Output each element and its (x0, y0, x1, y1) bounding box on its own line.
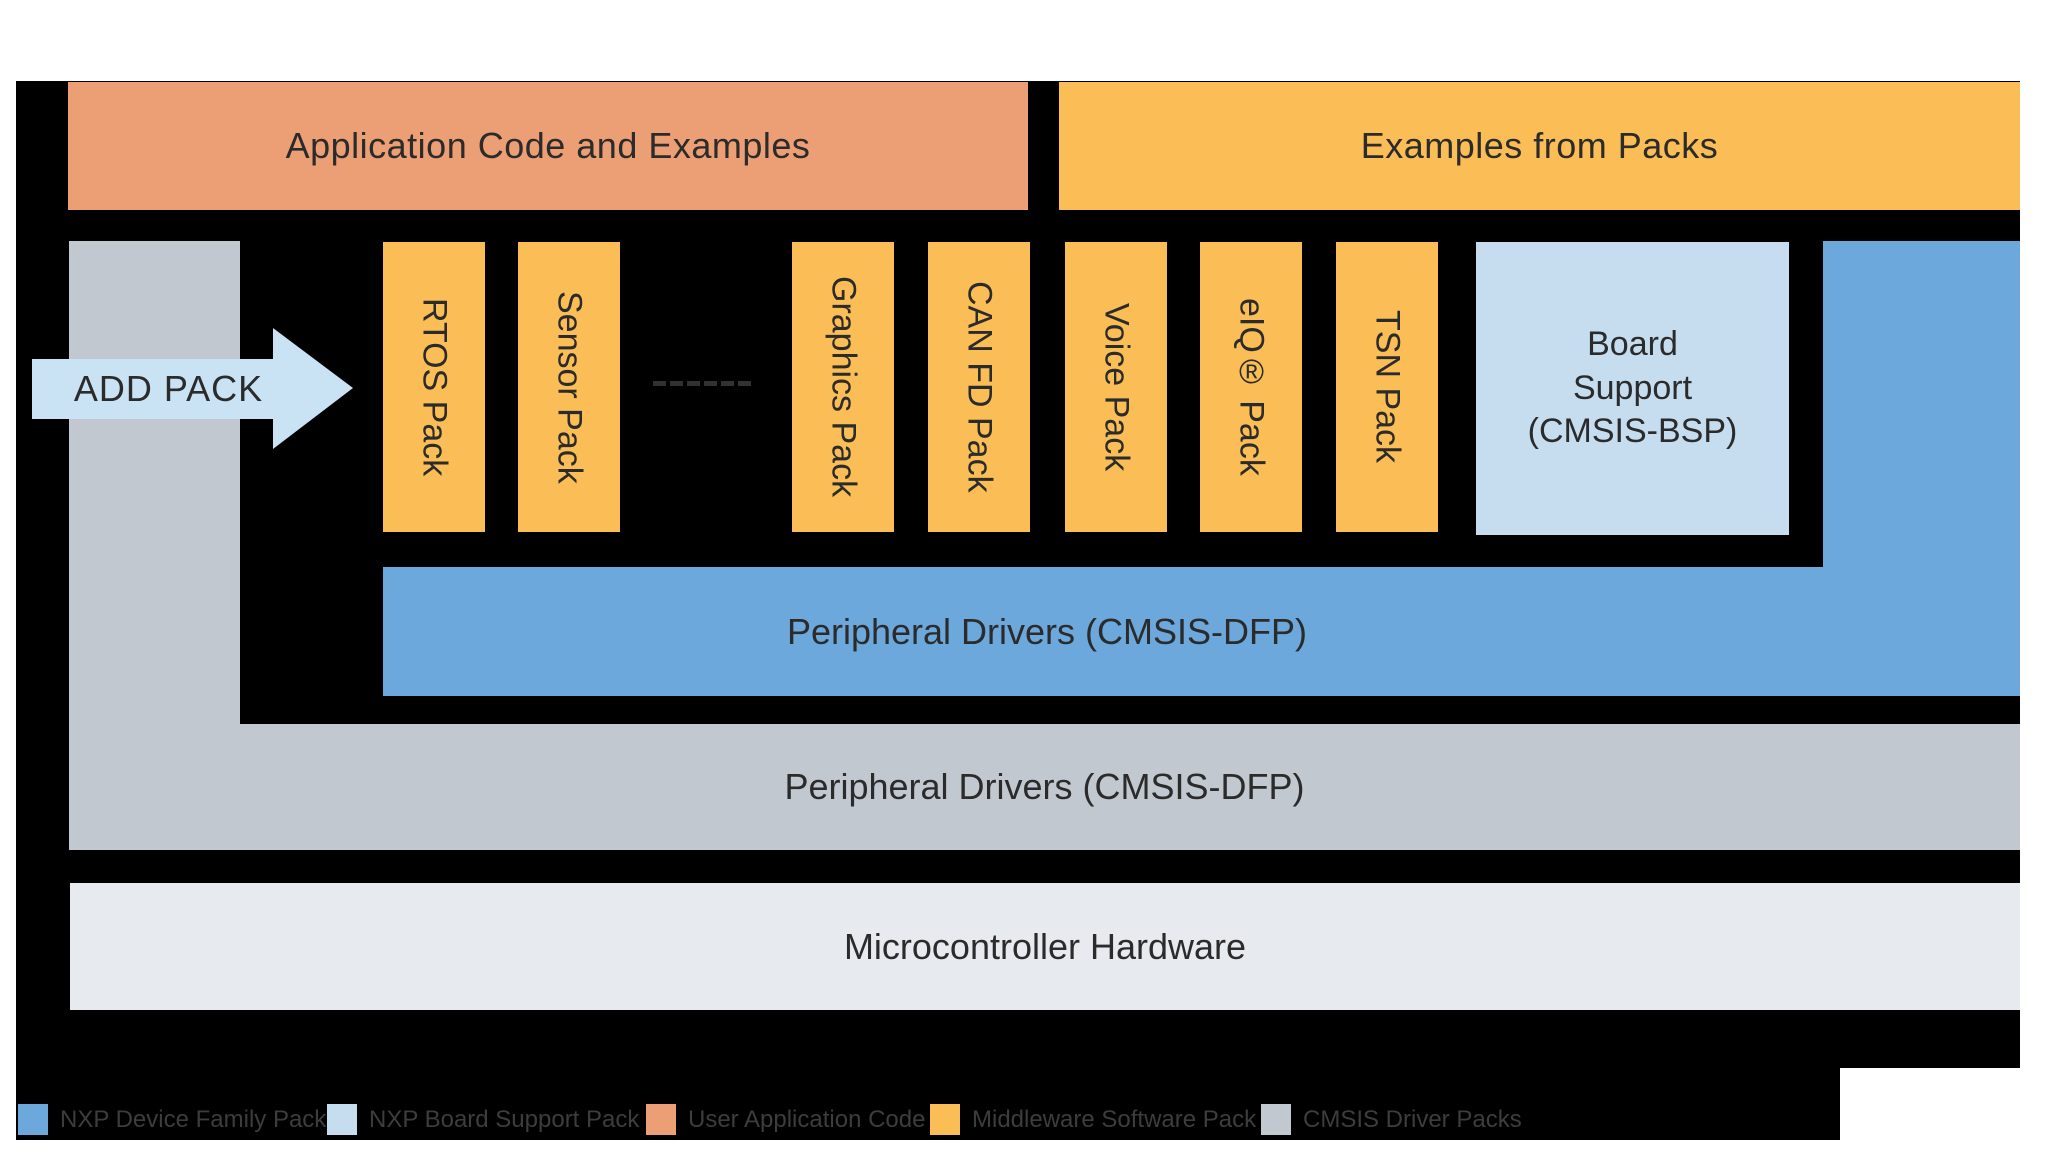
legend-item-user-app: User Application Code (646, 1104, 925, 1135)
legend-swatch-device-family (18, 1104, 48, 1135)
cmsis-driver-vertical-bar (69, 241, 240, 761)
examples-from-packs-label: Examples from Packs (1360, 125, 1719, 166)
legend-item-board-support: NXP Board Support Pack (327, 1104, 639, 1135)
application-code-label: Application Code and Examples (285, 125, 811, 166)
pack-sensor: Sensor Pack (518, 242, 620, 532)
peripheral-drivers-cmsis-label: Peripheral Drivers (CMSIS-DFP) (784, 766, 1305, 807)
application-code-box: Application Code and Examples (68, 82, 1028, 210)
legend-label-middleware: Middleware Software Pack (972, 1105, 1257, 1133)
pack-voice: Voice Pack (1065, 242, 1167, 532)
legend-item-cmsis-driver: CMSIS Driver Packs (1261, 1104, 1522, 1135)
board-support-box: Board Support (CMSIS-BSP) (1476, 242, 1789, 535)
pack-tsn: TSN Pack (1336, 242, 1438, 532)
pack-graphics-label: Graphics Pack (824, 276, 863, 498)
legend-label-device-family: NXP Device Family Pack (60, 1105, 327, 1133)
legend-swatch-user-app (646, 1104, 676, 1135)
legend-item-middleware: Middleware Software Pack (930, 1104, 1256, 1135)
pack-can-fd: CAN FD Pack (928, 242, 1030, 532)
legend-label-user-app: User Application Code (688, 1105, 926, 1133)
legend-swatch-cmsis-driver (1261, 1104, 1291, 1135)
pack-can-fd-label: CAN FD Pack (960, 281, 999, 493)
legend-swatch-board-support (327, 1104, 357, 1135)
legend-label-cmsis-driver: CMSIS Driver Packs (1303, 1105, 1522, 1133)
pack-graphics: Graphics Pack (792, 242, 894, 532)
peripheral-drivers-dfp-bar: Peripheral Drivers (CMSIS-DFP) (383, 567, 2020, 696)
backdrop-corner-notch (1840, 1068, 2048, 1152)
pack-eiq-label: eIQ® Pack (1232, 298, 1271, 476)
pack-eiq: eIQ® Pack (1200, 242, 1302, 532)
microcontroller-hardware-bar: Microcontroller Hardware (70, 883, 2020, 1010)
microcontroller-hardware-label: Microcontroller Hardware (843, 925, 1247, 967)
legend-label-board-support: NXP Board Support Pack (369, 1105, 640, 1133)
peripheral-drivers-cmsis-bar: Peripheral Drivers (CMSIS-DFP) (69, 724, 2020, 850)
pack-tsn-label: TSN Pack (1368, 310, 1407, 464)
board-support-label: Board Support (CMSIS-BSP) (1527, 325, 1738, 451)
examples-from-packs-box: Examples from Packs (1059, 82, 2020, 210)
pack-rtos-label: RTOS Pack (415, 297, 454, 477)
pack-voice-label: Voice Pack (1097, 302, 1136, 472)
add-pack-label: ADD PACK (73, 368, 264, 409)
pack-rtos: RTOS Pack (383, 242, 485, 532)
legend-swatch-middleware (930, 1104, 960, 1135)
legend-item-device-family: NXP Device Family Pack (18, 1104, 326, 1135)
pack-sensor-label: Sensor Pack (550, 290, 589, 484)
more-packs-ellipsis (653, 381, 755, 386)
peripheral-drivers-dfp-label: Peripheral Drivers (CMSIS-DFP) (786, 610, 1308, 652)
